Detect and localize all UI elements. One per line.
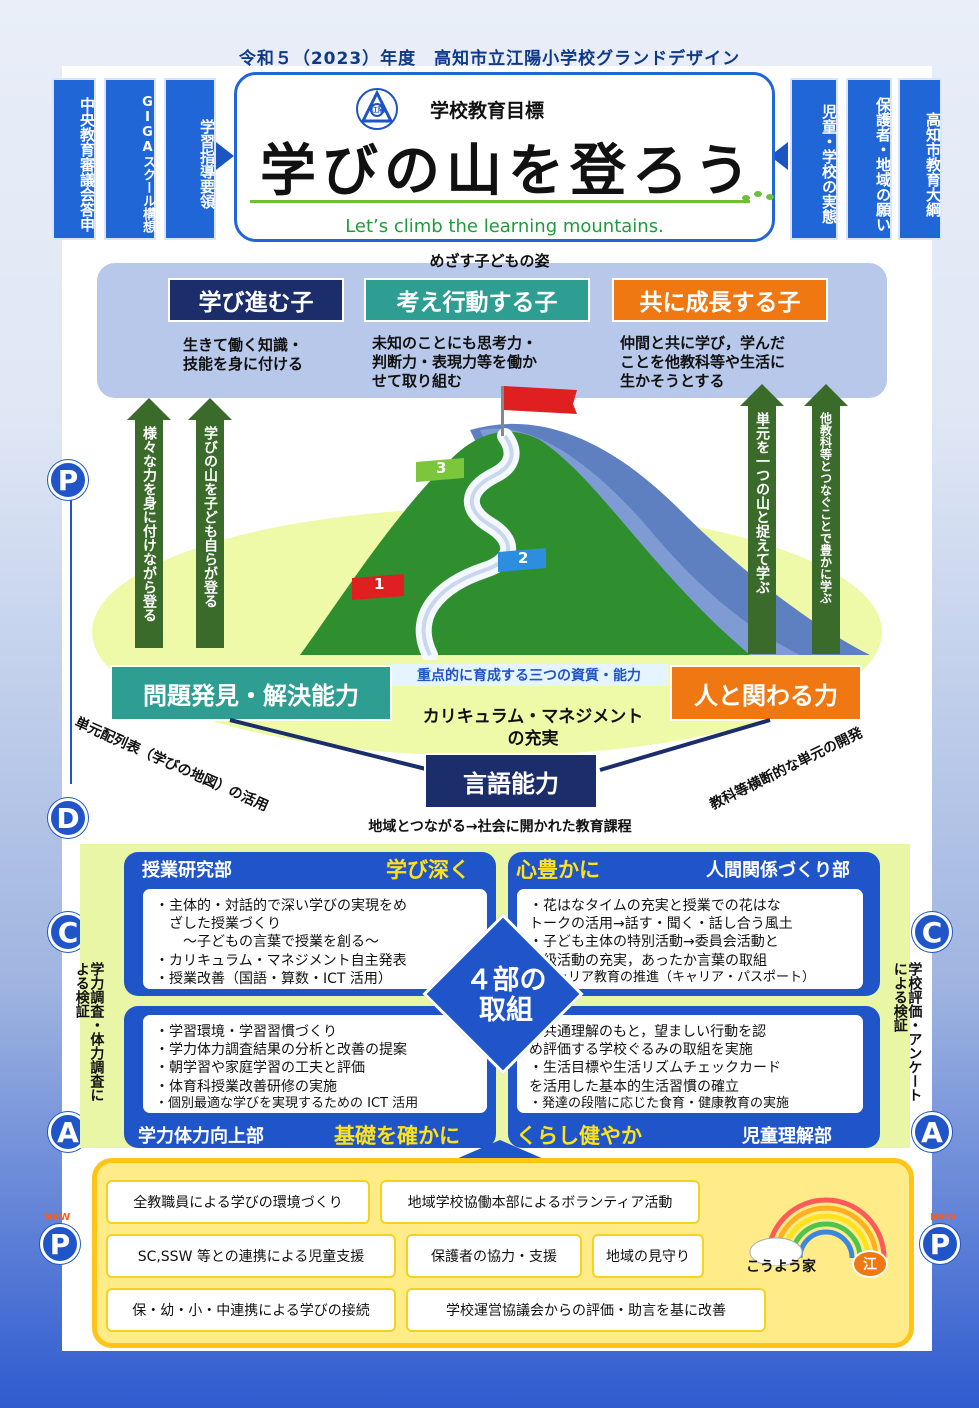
arrow-left1-text: 様々な力を身に付けながら登る: [135, 420, 163, 648]
center-label: ４部の 取組: [465, 965, 547, 1026]
skill-relationships: 人と関わる力: [670, 665, 862, 721]
summit-flag-icon: [497, 378, 583, 438]
q2-line: 学級活動の充実，あったか言葉の取組: [529, 952, 767, 969]
child-desc-1: 生きて働く知識・ 技能を身に付ける: [183, 336, 304, 373]
q2-line: ・キャリア教育の推進（キャリア・パスポート）: [529, 969, 816, 985]
child-desc-3: 仲間と共に学び，学んだ ことを他教科等や生活に 生かそうとする: [620, 334, 786, 390]
badge-a-right: A: [912, 1112, 952, 1152]
dept-q3-body: ・学習環境・学習習慣づくり ・学力体力調査結果の分析と改善の提案 ・朝学習や家庭…: [140, 1012, 490, 1116]
badge-d: D: [48, 798, 88, 838]
dept-q2-name: 人間関係づくり部: [706, 860, 850, 881]
skill-language: 言語能力: [424, 753, 598, 809]
q1-line: ・主体的・対話的で深い学びの実現をめ: [155, 898, 407, 914]
school-logo-icon: 江陽: [356, 88, 398, 130]
dept-q4-name: 児童理解部: [742, 1126, 832, 1147]
q4-line: ・発達の段階に応じた食育・健康教育の実施: [529, 1095, 790, 1111]
q3-line: ・学力体力調査結果の分析と改善の提案: [155, 1042, 407, 1059]
dept-q2-tag: 心豊かに: [516, 858, 600, 882]
q2-line: トークの活用→話す・聞く・話し合う風土: [529, 916, 793, 933]
badge-c-right: C: [912, 912, 952, 952]
arrow-climb-left1: 様々な力を身に付けながら登る: [127, 398, 171, 648]
page-title: 令和５（2023）年度 高知市立江陽小学校グランドデザイン: [238, 49, 741, 69]
arrow-climb-left2: 学びの山を子ども自らが登る: [188, 398, 232, 648]
mountain-illustration: [300, 423, 870, 660]
dept-q1-body: ・主体的・対話的で深い学びの実現をめ ざした授業づくり ～子どもの言葉で授業を創…: [140, 886, 490, 992]
q4-line: ・生活目標や生活リズムチェックカード: [529, 1060, 781, 1077]
arrow-climb-right1: 単元を一つの山と捉えて学ぶ: [740, 384, 784, 654]
support-item: 地域の見守り: [592, 1234, 704, 1278]
q2-line: ・子ども主体の特別活動→委員会活動と: [529, 934, 779, 951]
flag-3: 3: [414, 456, 470, 486]
flag-3-label: 3: [436, 459, 447, 477]
q4-line: ・共通理解のもと，望ましい行動を認: [529, 1024, 767, 1040]
q4-line: を活用した基本的生活習慣の確立: [529, 1078, 739, 1095]
flag-1-label: 1: [374, 575, 385, 593]
q1-line: ・授業改善（国語・算数・ICT 活用）: [155, 970, 392, 987]
q3-line: ・個別最適な学びを実現するための ICT 活用: [155, 1095, 419, 1111]
flag-2: 2: [496, 546, 552, 576]
badge-p-left: P: [40, 1224, 80, 1264]
source-shidou: 学習指導要領: [164, 78, 216, 240]
curve-caption-middle: 地域とつながる→社会に開かれた教育課程: [368, 819, 632, 835]
arrow-climb-right2: 他教科等とつなぐことで豊かに学ぶ: [804, 384, 848, 654]
support-item: 保・幼・小・中連携による学びの接続: [106, 1288, 396, 1332]
side-check-left: 学力調査・体力調査による検証: [73, 962, 105, 1102]
footprints-icon: [738, 188, 778, 204]
badge-p-top: P: [48, 460, 88, 500]
child-heading-2: 考え行動する子: [364, 278, 590, 322]
skill-problem-solving: 問題発見・解決能力: [110, 665, 392, 721]
new-label-left: NEW: [44, 1212, 71, 1223]
new-label-right: NEW: [930, 1212, 957, 1223]
source-taikou: 高知市教育大綱: [898, 78, 942, 240]
dept-q1-tag: 学び深く: [386, 858, 470, 882]
house-label: こうよう家: [746, 1259, 816, 1275]
arrow-right-icon: [216, 142, 234, 170]
goal-english: Let’s climb the learning mountains.: [345, 216, 664, 237]
logo-text: 江陽: [371, 106, 385, 114]
q1-line: ・カリキュラム・マネジメント自主発表: [155, 952, 407, 969]
support-item: 学校運営協議会からの評価・助言を基に改善: [406, 1288, 766, 1332]
triangle-lines: [229, 718, 771, 772]
q1-line: ～子どもの言葉で授業を創る～: [155, 934, 379, 951]
q3-line: ・学習環境・学習習慣づくり: [155, 1024, 337, 1040]
rainbow-icon: [749, 1197, 887, 1266]
source-giga: GIGAスクール構想: [104, 78, 156, 240]
arrow-right2-text: 他教科等とつなぐことで豊かに学ぶ: [812, 406, 840, 654]
badge-p-right: P: [920, 1224, 960, 1264]
cycle-line-pd: [70, 500, 72, 784]
curriculum-management: カリキュラム・マネジメント の充実: [422, 707, 644, 750]
q3-line: ・体育科授業改善研修の実施: [155, 1078, 337, 1095]
school-goal-box: [234, 72, 775, 242]
q2-line: ・花はなタイムの充実と授業での花はな: [529, 898, 781, 914]
support-item: 保護者の協力・支援: [406, 1234, 582, 1278]
dept-q3-name: 学力体力向上部: [138, 1126, 264, 1147]
goal-label: 学校教育目標: [430, 100, 545, 122]
ideal-title: めざす子どもの姿: [429, 252, 550, 270]
goal-underline: [250, 200, 750, 203]
goal-main-text: 学びの山を登ろう: [260, 139, 756, 204]
dept-q4-body: ・共通理解のもと，望ましい行動を認 め評価する学校ぐるみの取組を実施 ・生活目標…: [514, 1012, 866, 1116]
child-desc-2: 未知のことにも思考力・ 判断力・表現力等を働か せて取り組む: [372, 334, 538, 390]
flag-1: 1: [350, 570, 410, 604]
child-heading-1: 学び進む子: [168, 278, 344, 322]
q4-line: め評価する学校ぐるみの取組を実施: [529, 1042, 753, 1059]
dept-q1-name: 授業研究部: [142, 860, 232, 881]
house-mark: 江: [852, 1250, 888, 1278]
q1-line: ざした授業づくり: [155, 916, 281, 933]
support-item: 地域学校協働本部によるボランティア活動: [380, 1180, 700, 1224]
arrow-right1-text: 単元を一つの山と捉えて学ぶ: [748, 406, 776, 654]
dept-q2-body: ・花はなタイムの充実と授業での花はな トークの活用→話す・聞く・話し合う風土 ・…: [514, 886, 866, 992]
competency-banner: 重点的に育成する三つの資質・能力: [390, 664, 668, 686]
dept-q3-tag: 基礎を確かに: [334, 1124, 460, 1148]
support-item: 全教職員による学びの環境づくり: [106, 1180, 370, 1224]
q3-line: ・朝学習や家庭学習の工夫と評価: [155, 1060, 365, 1077]
child-heading-3: 共に成長する子: [612, 278, 828, 322]
flag-2-label: 2: [518, 549, 529, 567]
side-check-right: 学校評価・アンケートによる検証: [891, 962, 923, 1102]
source-negai: 保護者・地域の願い: [846, 78, 892, 240]
support-item: SC,SSW 等との連携による児童支援: [106, 1234, 396, 1278]
arrow-left2-text: 学びの山を子ども自らが登る: [196, 420, 224, 648]
source-chuo: 中央教育審議会答申: [52, 78, 96, 240]
source-jittai: 児童・学校の実態: [790, 78, 838, 240]
